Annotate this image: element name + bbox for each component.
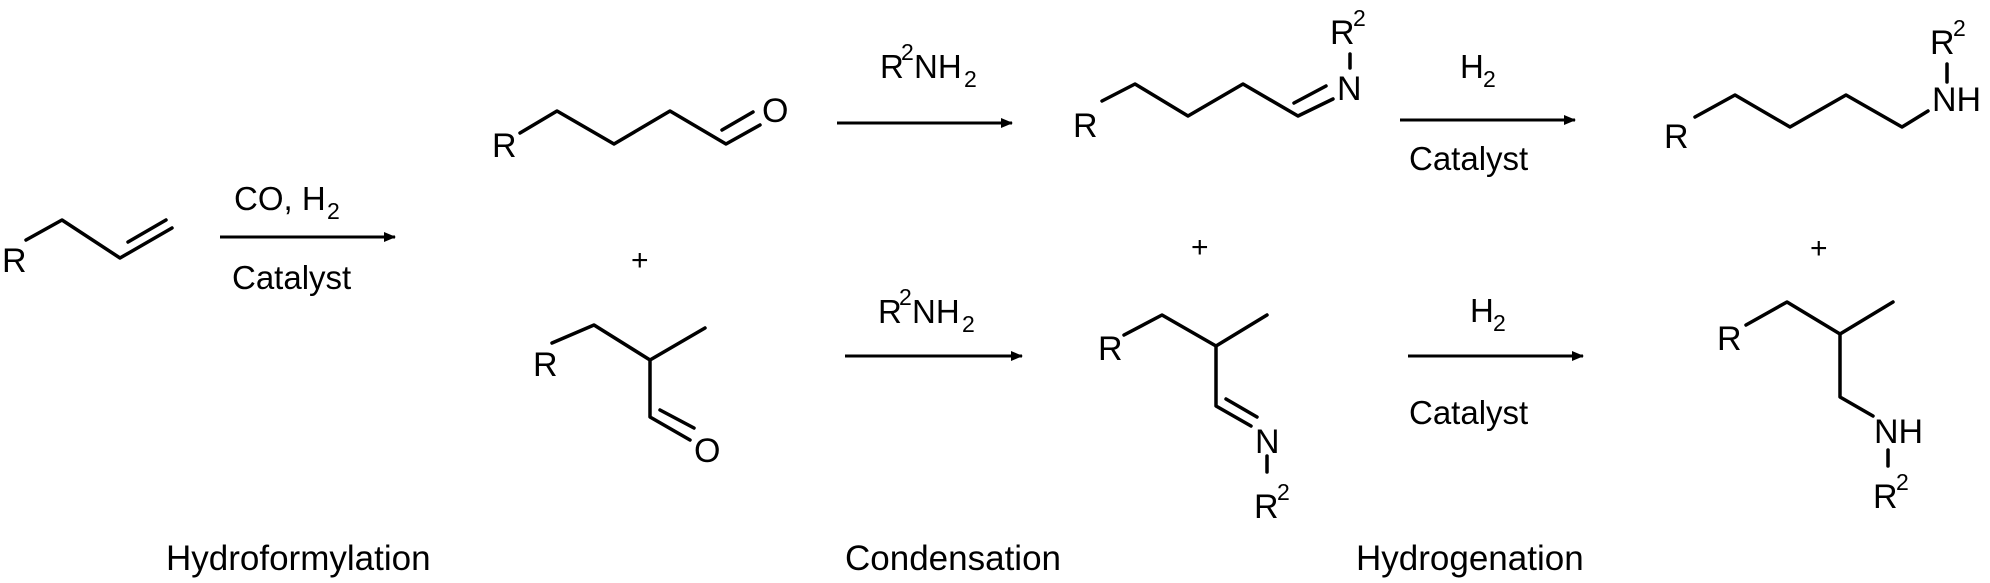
plus-sign-amines: + [1810, 232, 1828, 265]
branched-imine-r-label: R [1098, 330, 1123, 368]
hydrogen-bottom-h: H [1470, 292, 1494, 329]
co-h-subscript: 2 [327, 198, 340, 224]
branched-imine-n-label: N [1255, 423, 1280, 461]
amine-reagent-top-sup: 2 [901, 39, 914, 65]
hydrogenation-top-catalyst-label: Catalyst [1409, 140, 1528, 177]
hydroformylation-arrow: CO, H 2 Catalyst [220, 180, 396, 296]
stage-label-hydroformylation: Hydroformylation [166, 539, 431, 578]
amine-reagent-bottom-sup: 2 [899, 284, 912, 310]
co-h-label: CO, H [234, 180, 326, 217]
branched-imine-ch-bonds [1214, 344, 1253, 428]
branched-imine-r2-sup: 2 [1277, 479, 1290, 505]
stage-label-hydrogenation: Hydrogenation [1356, 539, 1584, 578]
hydrogenation-arrow-top: H 2 Catalyst [1400, 48, 1576, 177]
hydrogenation-bottom-catalyst-label: Catalyst [1409, 394, 1528, 431]
linear-amine-r-label: R [1664, 118, 1689, 156]
alkene-bonds [24, 218, 174, 260]
branched-aldehyde-cho-bonds [648, 358, 692, 442]
branched-amine-r2-sup: 2 [1896, 469, 1909, 495]
linear-aldehyde-structure: R O [492, 92, 788, 165]
branched-amine-nh-label: NH [1874, 413, 1923, 451]
amine-reagent-top-sub: 2 [964, 66, 977, 92]
plus-sign-imines: + [1191, 231, 1209, 264]
branched-amine-structure: R NH R 2 [1717, 300, 1923, 516]
hydrogen-bottom-sub: 2 [1493, 310, 1506, 336]
linear-amine-nh-label: NH [1932, 81, 1981, 119]
branched-aldehyde-r-label: R [533, 346, 558, 384]
branched-aldehyde-o-label: O [694, 432, 720, 470]
alkene-structure: R [2, 218, 174, 280]
condensation-arrow-top: R 2 NH 2 [837, 39, 1013, 128]
alkene-double-bond [126, 218, 168, 244]
branched-aldehyde-double-bond [658, 408, 696, 430]
hydrogen-top-sub: 2 [1483, 66, 1496, 92]
linear-amine-r2-label: R [1930, 24, 1955, 62]
branched-imine-double-bond [1224, 397, 1259, 419]
stage-label-condensation: Condensation [845, 539, 1061, 578]
hydroformylation-catalyst-label: Catalyst [232, 259, 351, 296]
amine-reagent-bottom-r: R [878, 293, 902, 330]
linear-amine-r2-sup: 2 [1953, 15, 1966, 41]
linear-imine-n-label: N [1337, 70, 1362, 108]
branched-amine-r-label: R [1717, 320, 1742, 358]
branched-amine-ch2-bonds [1838, 332, 1875, 418]
amine-reagent-top-r: R [880, 48, 904, 85]
linear-imine-r-label: R [1073, 107, 1098, 145]
alkene-r-label: R [2, 242, 27, 280]
linear-aldehyde-double-bond [720, 110, 755, 132]
branched-imine-r2-label: R [1254, 488, 1279, 526]
linear-imine-structure: R N R 2 [1073, 5, 1366, 145]
branched-amine-chain [1744, 300, 1895, 336]
hydrogen-top-h: H [1460, 48, 1484, 85]
linear-imine-chain [1100, 82, 1335, 118]
linear-amine-chain [1693, 93, 1930, 129]
branched-amine-r2-label: R [1873, 478, 1898, 516]
linear-aldehyde-o-label: O [762, 92, 788, 130]
amine-reagent-bottom-nh: NH [912, 293, 960, 330]
plus-sign-aldehydes: + [631, 244, 649, 277]
linear-imine-double-bond [1292, 84, 1328, 105]
branched-aldehyde-chain [550, 323, 707, 362]
condensation-arrow-bottom: R 2 NH 2 [845, 284, 1023, 361]
amine-reagent-top-nh: NH [914, 48, 962, 85]
branched-imine-chain [1122, 313, 1269, 348]
amine-reagent-bottom-sub: 2 [962, 311, 975, 337]
linear-imine-r2-label: R [1330, 14, 1355, 52]
hydrogenation-arrow-bottom: H 2 Catalyst [1408, 292, 1584, 431]
branched-aldehyde-structure: R O [533, 323, 720, 470]
linear-imine-r2-sup: 2 [1353, 5, 1366, 31]
linear-amine-structure: R NH R 2 [1664, 15, 1981, 156]
linear-aldehyde-r-label: R [492, 127, 517, 165]
branched-imine-structure: R N R 2 [1098, 313, 1290, 526]
linear-aldehyde-chain [518, 109, 762, 146]
